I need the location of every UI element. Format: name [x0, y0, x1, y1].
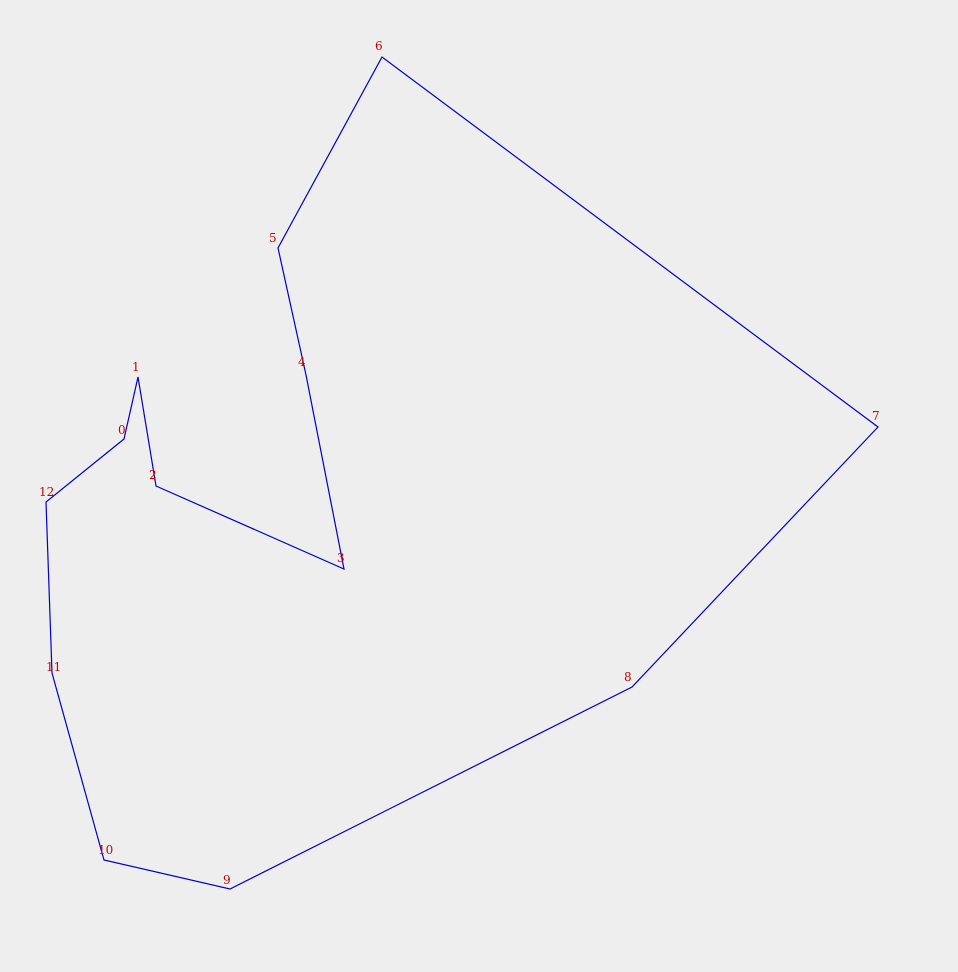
vertex-label-8: 8 — [624, 670, 632, 684]
vertex-label-6: 6 — [375, 39, 383, 53]
vertex-label-2: 2 — [149, 468, 157, 482]
vertex-label-12: 12 — [39, 485, 54, 499]
vertex-label-5: 5 — [269, 231, 277, 245]
vertex-label-3: 3 — [337, 551, 345, 565]
vertex-label-7: 7 — [872, 409, 880, 423]
polygon-outline — [45, 56, 879, 890]
vertex-label-4: 4 — [298, 355, 306, 369]
vertex-label-11: 11 — [46, 660, 61, 674]
vertex-label-1: 1 — [132, 360, 140, 374]
vertex-label-10: 10 — [98, 843, 113, 857]
vertex-label-0: 0 — [118, 423, 126, 437]
vertex-label-9: 9 — [223, 873, 231, 887]
